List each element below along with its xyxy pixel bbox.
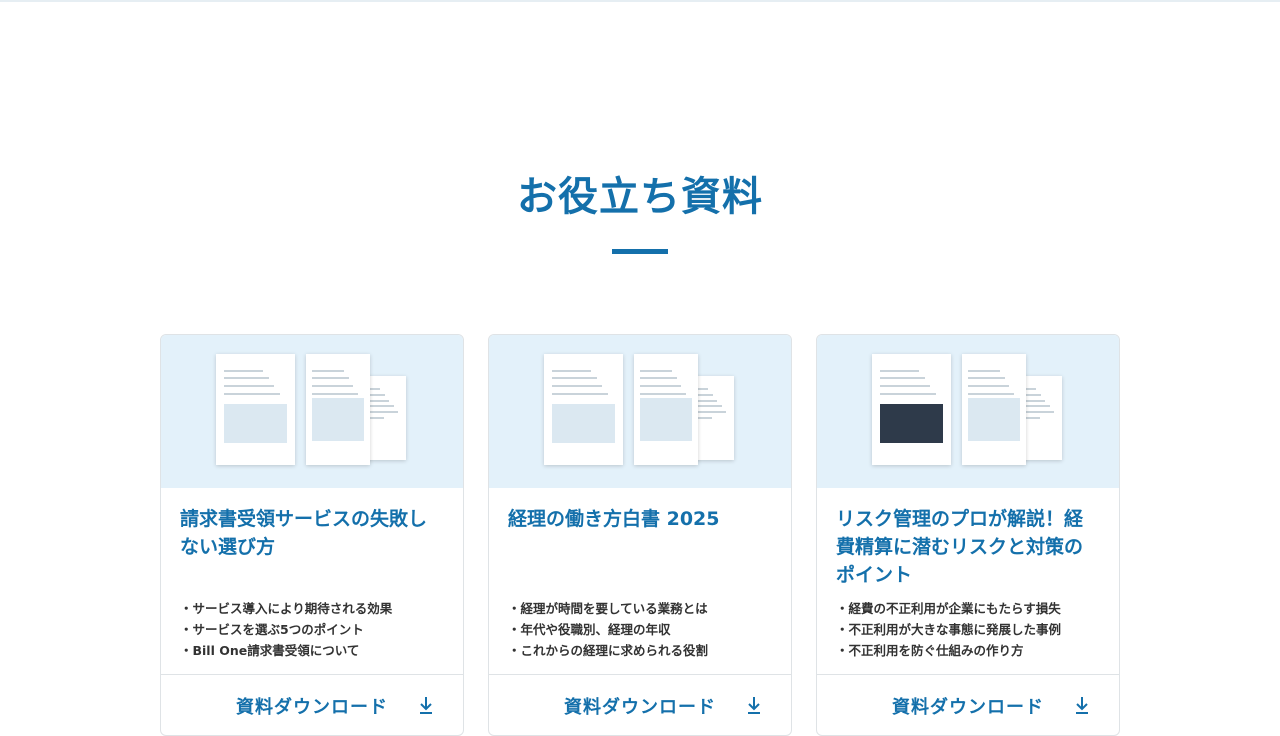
bullet-item: ・Bill One請求書受領について	[180, 643, 360, 658]
top-divider	[0, 0, 1280, 2]
download-icon	[748, 697, 760, 714]
download-label: 資料ダウンロード	[236, 696, 388, 718]
download-button[interactable]: 資料ダウンロード	[817, 674, 1119, 735]
card-title: リスク管理のプロが解説！経費精算に潜むリスクと対策のポイント	[836, 508, 1084, 586]
card-title: 請求書受領サービスの失敗しない選び方	[180, 508, 428, 558]
resource-card: 請求書受領サービスの失敗しない選び方 ・サービス導入により期待される効果・サービ…	[160, 334, 464, 736]
document-thumbnail	[489, 335, 791, 488]
download-label: 資料ダウンロード	[564, 696, 716, 718]
bullet-item: ・経費の不正利用が企業にもたらす損失	[836, 601, 1061, 616]
document-thumbnail	[817, 335, 1119, 488]
card-bullets: ・経費の不正利用が企業にもたらす損失・不正利用が大きな事態に発展した事例・不正利…	[836, 598, 1109, 661]
document-thumbnail	[161, 335, 463, 488]
download-button[interactable]: 資料ダウンロード	[489, 674, 791, 735]
bullet-item: ・経理が時間を要している業務とは	[508, 601, 708, 616]
card-title: 経理の働き方白書 2025	[508, 508, 720, 530]
card-bullets: ・経理が時間を要している業務とは・年代や役職別、経理の年収・これからの経理に求め…	[508, 598, 781, 661]
download-label: 資料ダウンロード	[892, 696, 1044, 718]
download-icon	[420, 697, 432, 714]
bullet-item: ・不正利用を防ぐ仕組みの作り方	[836, 643, 1024, 658]
download-icon	[1076, 697, 1088, 714]
title-underline	[612, 249, 668, 254]
resource-card: リスク管理のプロが解説！経費精算に潜むリスクと対策のポイント ・経費の不正利用が…	[816, 334, 1120, 736]
card-bullets: ・サービス導入により期待される効果・サービスを選ぶ5つのポイント・Bill On…	[180, 598, 453, 661]
bullet-item: ・サービス導入により期待される効果	[180, 601, 393, 616]
section-title: お役立ち資料	[517, 174, 763, 220]
bullet-item: ・これからの経理に求められる役割	[508, 643, 709, 658]
download-button[interactable]: 資料ダウンロード	[161, 674, 463, 735]
bullet-item: ・サービスを選ぶ5つのポイント	[180, 622, 364, 637]
bullet-item: ・年代や役職別、経理の年収	[508, 622, 671, 637]
resource-card: 経理の働き方白書 2025 ・経理が時間を要している業務とは・年代や役職別、経理…	[488, 334, 792, 736]
bullet-item: ・不正利用が大きな事態に発展した事例	[836, 622, 1062, 637]
